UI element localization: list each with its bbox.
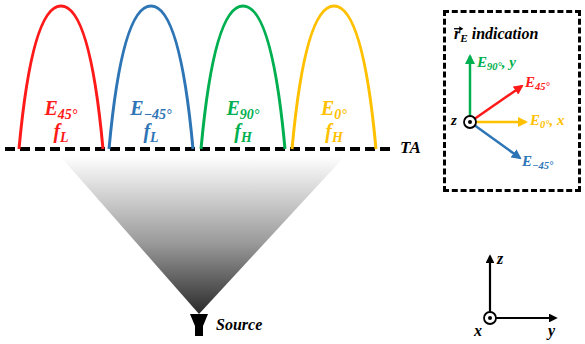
lobe-outline bbox=[18, 4, 104, 149]
y-axis bbox=[496, 317, 556, 319]
e90-vector bbox=[469, 56, 472, 122]
source-label: Source bbox=[216, 316, 262, 334]
axis-label: y bbox=[548, 322, 555, 340]
lobe-text: fH bbox=[234, 120, 252, 143]
lobe-curve bbox=[19, 6, 103, 149]
lobe-curve bbox=[292, 6, 376, 149]
accent-head bbox=[459, 26, 463, 31]
radiation-lobe: E0°fH bbox=[291, 4, 377, 149]
e-45-vector bbox=[470, 122, 520, 158]
source-horn bbox=[190, 314, 208, 336]
axis-label: z bbox=[451, 112, 457, 129]
lobe-curve bbox=[109, 6, 193, 149]
lobe-text: fL bbox=[53, 120, 68, 143]
lobe-outline bbox=[108, 4, 194, 149]
axis-label: x bbox=[474, 322, 482, 340]
z-axis-dot bbox=[468, 120, 472, 124]
radiation-lobe: E90°fH bbox=[200, 4, 286, 149]
field-label: E45° bbox=[525, 74, 550, 91]
field-label: E90°, y bbox=[477, 54, 516, 71]
indication-box: rE indication bbox=[443, 10, 581, 192]
axis-label: z bbox=[497, 250, 503, 268]
z-axis bbox=[489, 256, 491, 312]
lobe-curve bbox=[201, 6, 285, 149]
lobe-outline bbox=[200, 4, 286, 149]
beam-cone bbox=[60, 156, 345, 314]
radiation-lobe: E45°fL bbox=[18, 4, 104, 149]
lobe-text: E0° bbox=[321, 97, 347, 120]
field-label: E−45° bbox=[522, 153, 553, 170]
lobe-text: E90° bbox=[227, 97, 260, 120]
lobe-outline bbox=[291, 4, 377, 149]
radiation-lobe: E−45°fL bbox=[108, 4, 194, 149]
lobe-text: fH bbox=[325, 120, 343, 143]
box-heading: rE indication bbox=[454, 25, 570, 43]
lobe-text: fL bbox=[143, 120, 158, 143]
lobe-text: E−45° bbox=[130, 97, 171, 120]
array-label: TA bbox=[400, 139, 421, 158]
x-axis-dot bbox=[488, 316, 492, 320]
field-label: E0°, x bbox=[530, 112, 564, 129]
lobe-text: E45° bbox=[45, 97, 78, 120]
e45-vector bbox=[470, 86, 522, 122]
e0-vector bbox=[470, 121, 526, 124]
z-axis-symbol bbox=[464, 116, 476, 128]
accent-line bbox=[454, 28, 462, 29]
x-axis-symbol bbox=[484, 312, 496, 324]
